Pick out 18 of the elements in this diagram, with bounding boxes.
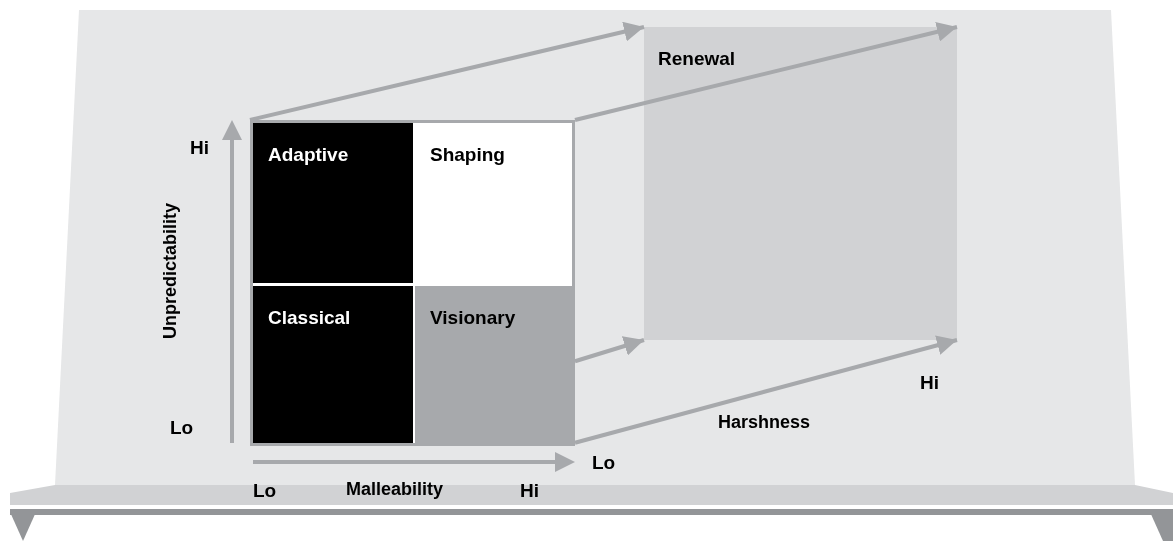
- axis-label: Hi: [920, 373, 939, 392]
- perspective-arrow: [249, 21, 645, 122]
- axis-label: Hi: [190, 138, 209, 157]
- axis-label: Lo: [170, 418, 194, 437]
- axis-label: Hi: [520, 481, 539, 500]
- axis-title: Malleability: [346, 480, 444, 498]
- perspective-arrow: [574, 335, 958, 445]
- shaded-square: Renewal: [644, 27, 957, 340]
- axis-title: Unpredictability: [161, 203, 179, 339]
- axis-label: Lo: [253, 481, 277, 500]
- perspective-arrow: [574, 22, 958, 122]
- axis-title: Harshness: [718, 413, 811, 431]
- matrix-quadrant: Adaptive: [253, 123, 413, 283]
- perspective-arrow: [574, 336, 645, 364]
- matrix-grid: [250, 120, 575, 446]
- matrix-quadrant: Classical: [253, 286, 413, 443]
- axis-label: Lo: [592, 453, 616, 472]
- matrix-quadrant: Visionary: [415, 286, 572, 443]
